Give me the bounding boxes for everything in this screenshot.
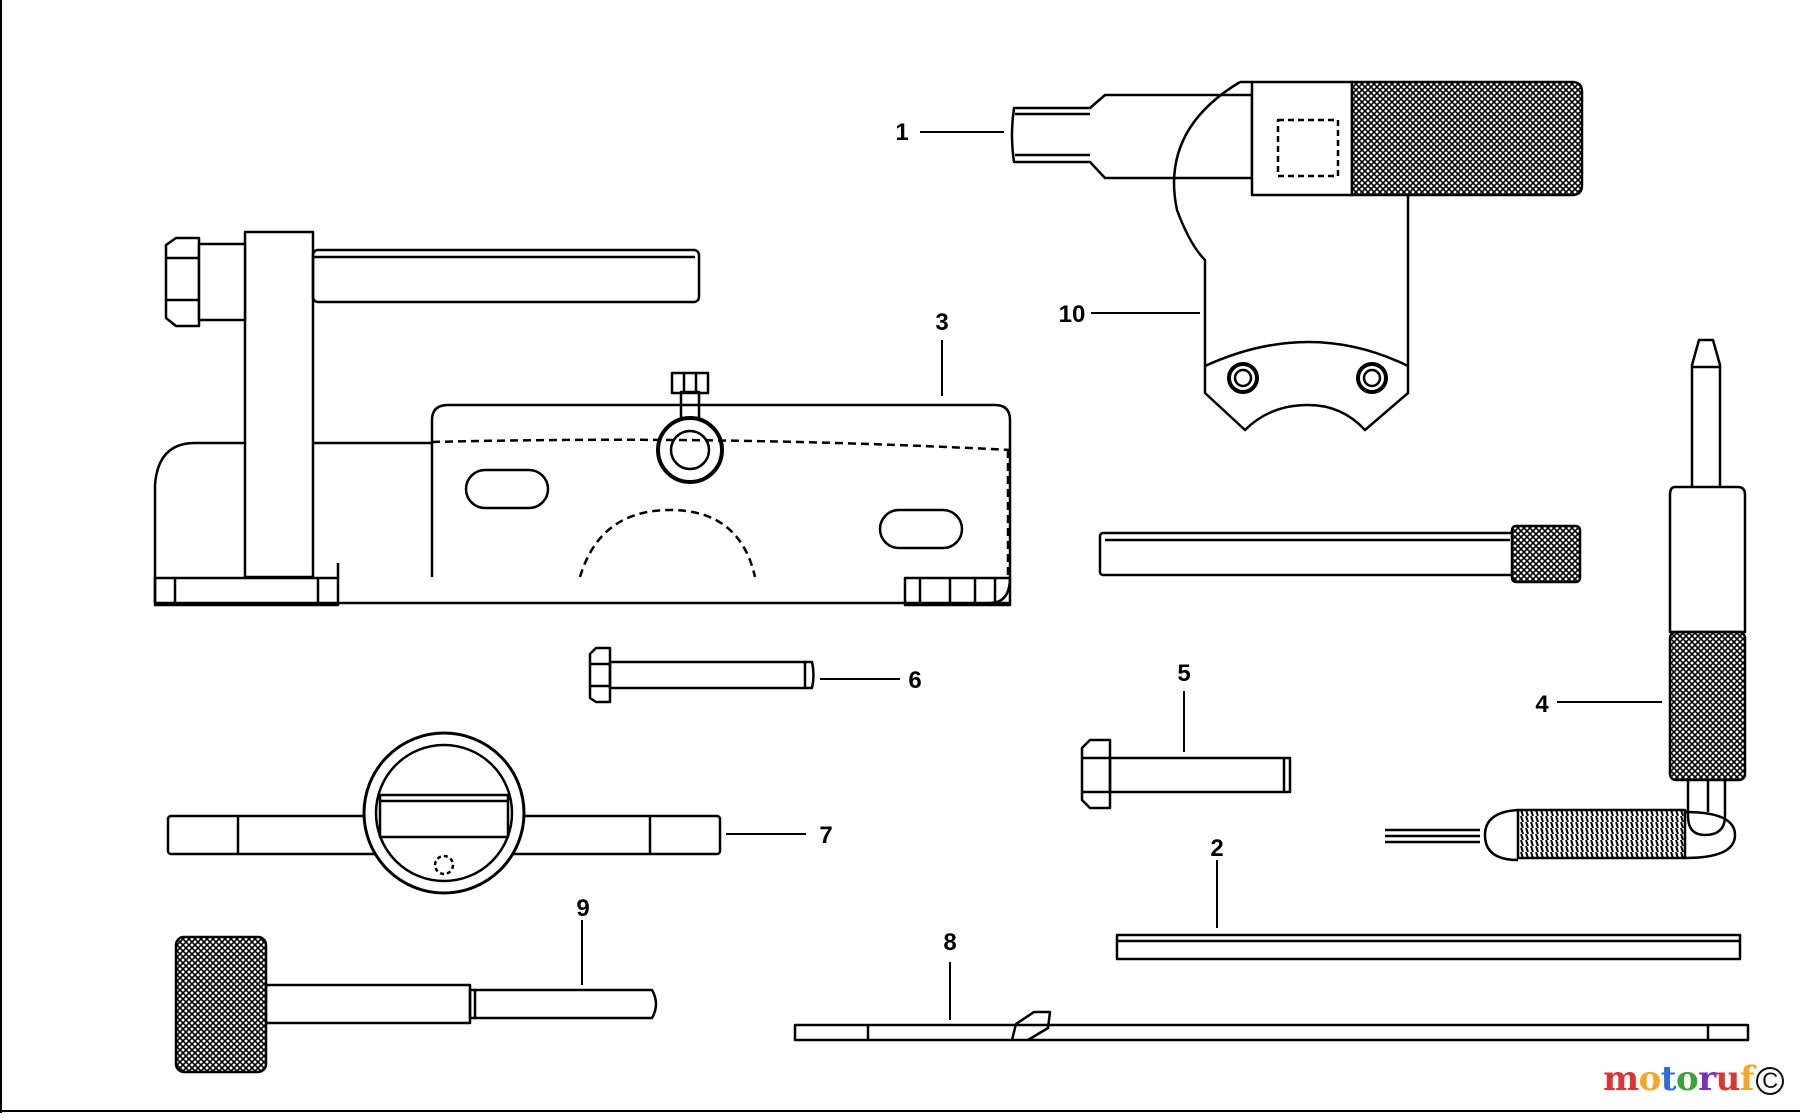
callout-9: 9 bbox=[576, 895, 589, 922]
watermark-letter: r bbox=[1698, 1059, 1716, 1099]
copyright-icon: C bbox=[1756, 1067, 1784, 1095]
watermark-letter: o bbox=[1638, 1059, 1662, 1099]
part-1-handle-shaft bbox=[1010, 80, 1584, 197]
watermark-letter: f bbox=[1739, 1059, 1755, 1099]
part-8-strip bbox=[793, 1010, 1750, 1042]
part-5-bolt bbox=[1080, 738, 1292, 810]
callout-4: 4 bbox=[1535, 691, 1549, 718]
callout-3: 3 bbox=[935, 309, 948, 336]
watermark-letter: m bbox=[1603, 1059, 1639, 1099]
watermark-letter: t bbox=[1660, 1059, 1677, 1099]
part-9-knob-pin bbox=[174, 935, 658, 1074]
part-10-bracket bbox=[1172, 80, 1410, 432]
callout-6: 6 bbox=[908, 667, 921, 694]
watermark-text: motoruf bbox=[1603, 1059, 1754, 1099]
knurled-rod bbox=[1098, 524, 1582, 584]
frame-bottom-border bbox=[0, 1110, 1800, 1112]
part-2-flat-bar bbox=[1115, 933, 1742, 961]
callout-5: 5 bbox=[1177, 660, 1190, 687]
watermark-letter: u bbox=[1715, 1059, 1741, 1099]
leader-lines bbox=[581, 131, 1662, 1020]
callout-1: 1 bbox=[895, 119, 908, 146]
callout-8: 8 bbox=[943, 929, 956, 956]
callout-2: 2 bbox=[1210, 835, 1223, 862]
callout-10: 10 bbox=[1059, 301, 1086, 328]
part-3-base-fixture bbox=[153, 230, 1012, 607]
part-7-gauge-bar bbox=[166, 731, 722, 895]
callout-7: 7 bbox=[819, 822, 832, 849]
watermark-letter: o bbox=[1676, 1059, 1699, 1099]
part-4-centering-pin bbox=[1385, 338, 1747, 862]
part-6-bolt bbox=[588, 646, 815, 704]
frame-left-border bbox=[0, 0, 2, 1113]
